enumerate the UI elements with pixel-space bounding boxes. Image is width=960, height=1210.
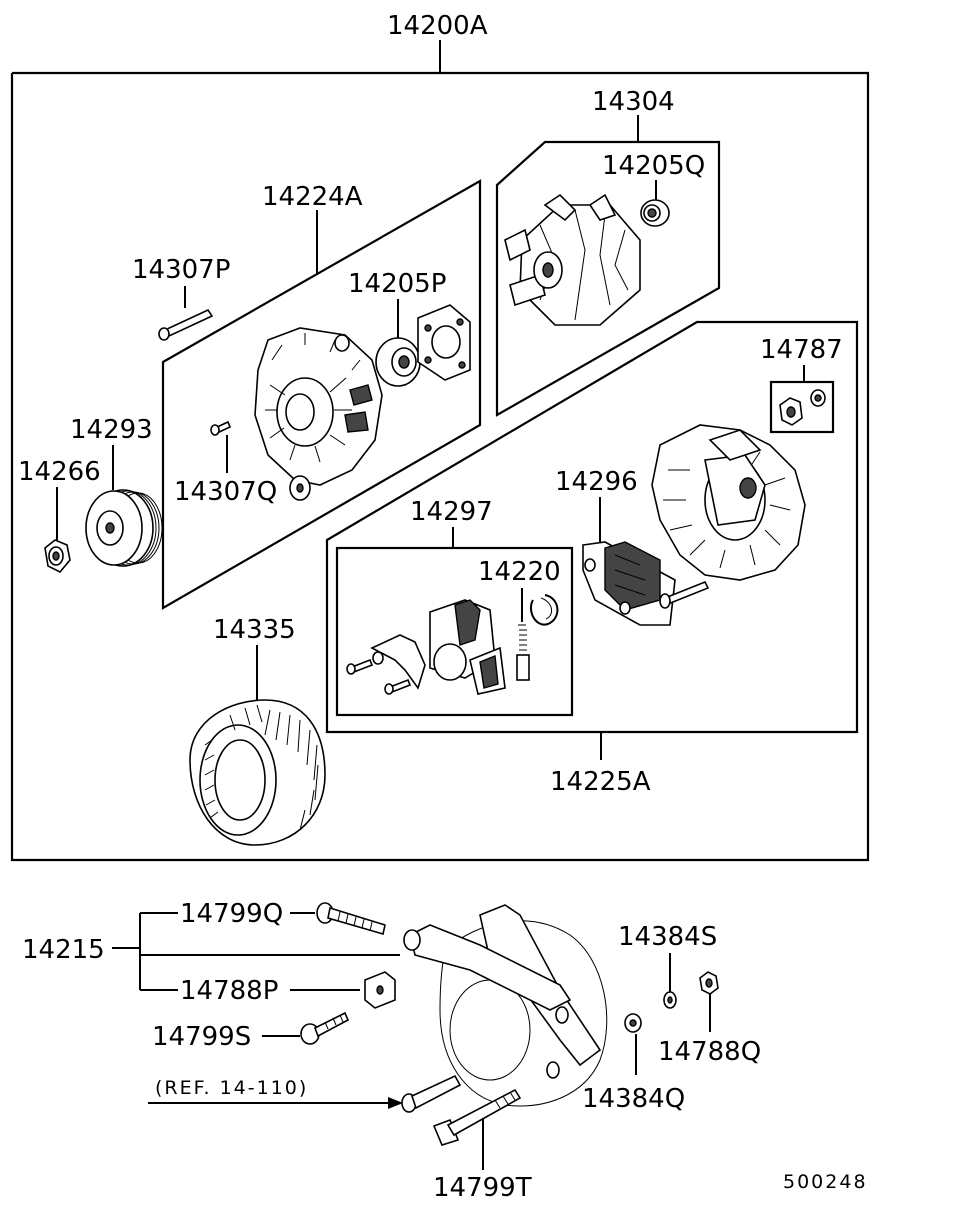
label-terminal-kit: 14787 bbox=[760, 335, 843, 365]
nut-icon bbox=[699, 971, 719, 995]
label-rotor-bearing: 14205Q bbox=[602, 151, 705, 181]
screw-icon-regulator-b bbox=[384, 678, 412, 695]
long-bolt-icon bbox=[432, 1088, 522, 1146]
label-main-assembly: 14200A bbox=[387, 11, 488, 41]
screw-icon-bottom bbox=[210, 420, 232, 436]
bolt-short-icon bbox=[300, 1011, 350, 1045]
stator-icon bbox=[189, 699, 326, 846]
pulley-icon bbox=[85, 489, 163, 567]
label-nut: 14788Q bbox=[658, 1037, 761, 1067]
drawing-number: 500248 bbox=[783, 1171, 868, 1193]
label-stator: 14335 bbox=[213, 615, 296, 645]
terminal-kit-icon bbox=[779, 389, 826, 426]
front-bracket-icon bbox=[254, 327, 383, 501]
label-bracket-screw-top: 14307P bbox=[132, 255, 230, 285]
label-long-bolt: 14799T bbox=[433, 1173, 532, 1203]
rear-bracket-icon bbox=[651, 424, 806, 581]
label-front-bracket: 14224A bbox=[262, 182, 363, 212]
front-bracket-box bbox=[161, 179, 482, 610]
regulator-icon bbox=[370, 599, 506, 695]
label-bracket-set: 14215 bbox=[22, 935, 105, 965]
washer-spring-icon bbox=[663, 991, 677, 1009]
main-assembly-box bbox=[10, 40, 870, 862]
label-regulator: 14297 bbox=[410, 497, 493, 527]
rotor-icon bbox=[504, 193, 641, 326]
bearing-plate-icon bbox=[417, 304, 471, 381]
reference-arrow-icon bbox=[148, 1097, 403, 1109]
alternator-outline-icon bbox=[403, 904, 608, 1107]
screw-icon-regulator-a bbox=[346, 658, 374, 675]
brush-icon bbox=[516, 624, 530, 681]
label-brush: 14220 bbox=[478, 557, 561, 587]
spacer-icon bbox=[364, 971, 396, 1009]
label-washer-flat: 14384Q bbox=[582, 1084, 685, 1114]
label-front-bearing: 14205P bbox=[348, 269, 446, 299]
rear-bracket-box bbox=[325, 320, 859, 760]
label-reference: (REF. 14-110) bbox=[155, 1077, 308, 1099]
label-bracket-screw-bottom: 14307Q bbox=[174, 477, 277, 507]
front-bearing-icon bbox=[375, 337, 421, 387]
label-rear-bracket: 14225A bbox=[550, 767, 651, 797]
label-rectifier: 14296 bbox=[555, 467, 638, 497]
bolt-top-icon bbox=[316, 902, 386, 936]
pulley-nut-icon bbox=[44, 539, 71, 573]
label-rotor-group: 14304 bbox=[592, 87, 675, 117]
washer-flat-icon bbox=[624, 1013, 642, 1033]
rotor-group-box bbox=[495, 115, 721, 417]
label-bolt-top: 14799Q bbox=[180, 899, 283, 929]
label-washer-spring: 14384S bbox=[618, 922, 717, 952]
screw-icon-top bbox=[158, 308, 214, 341]
regulator-box bbox=[335, 546, 574, 717]
terminal-kit-box bbox=[769, 380, 835, 434]
label-pulley-nut: 14266 bbox=[18, 457, 101, 487]
pin-icon bbox=[401, 1074, 462, 1113]
label-spacer: 14788P bbox=[180, 976, 278, 1006]
rotor-bearing-icon bbox=[640, 199, 670, 227]
rectifier-icon bbox=[582, 541, 710, 626]
label-pulley: 14293 bbox=[70, 415, 153, 445]
bracket-set-leader bbox=[112, 912, 400, 991]
label-bolt-short: 14799S bbox=[152, 1022, 251, 1052]
brush-ring-icon bbox=[529, 594, 559, 626]
